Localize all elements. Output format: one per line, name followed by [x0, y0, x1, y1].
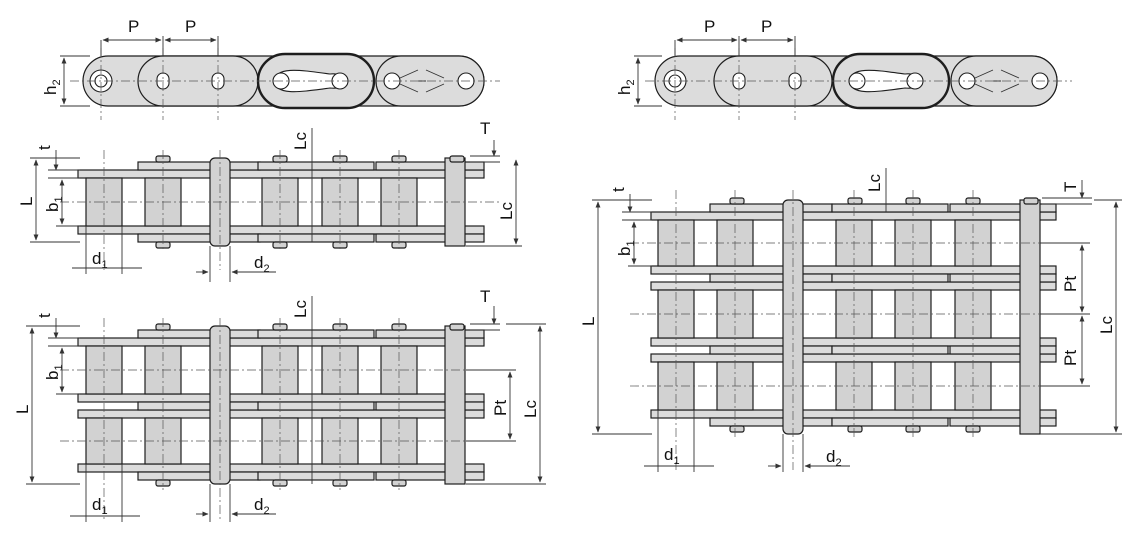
- triplex-Lc-label: Lc: [1097, 316, 1116, 334]
- simplex-Lc-label: Lc: [497, 202, 516, 220]
- triplex-L-label: L: [579, 317, 598, 326]
- duplex-dimensions: L t b1 d1 d2 Lc T: [13, 287, 546, 522]
- duplex-d1-label: d1: [92, 495, 108, 517]
- duplex-t-label: t: [35, 313, 54, 318]
- triplex-Pt-label-2: Pt: [1061, 350, 1080, 366]
- triplex-dimensions: L t b1 d1 d2 Lc T: [579, 168, 1122, 472]
- simplex-b1-label: b1: [43, 196, 65, 212]
- duplex-Lc-top-label: Lc: [291, 300, 310, 318]
- duplex-L-label: L: [13, 405, 32, 414]
- pitch-label-1: P: [128, 17, 139, 36]
- duplex-Lc-label: Lc: [521, 400, 540, 418]
- top-view-simplex: L t b1 d1 d2 Lc T: [17, 119, 522, 282]
- duplex-Pt-label: Pt: [491, 400, 510, 416]
- triplex-t-label: t: [609, 187, 628, 192]
- pitch-dimensions-right: P P: [674, 17, 796, 56]
- pitch-label-4: P: [761, 17, 772, 36]
- pitch-dimensions: P P: [100, 17, 219, 56]
- simplex-centerlines: [60, 150, 500, 270]
- triplex-d1-label: d1: [664, 445, 680, 467]
- duplex-plates: [77, 329, 485, 481]
- simplex-Lc-top-label: Lc: [291, 132, 310, 150]
- plate-height-dimension-right: h2: [615, 55, 662, 107]
- plate-height-dimension: h2: [41, 55, 90, 107]
- triplex-b1-label: b1: [615, 240, 637, 256]
- pitch-label-3: P: [704, 17, 715, 36]
- plate-height-label-right: h2: [615, 79, 637, 95]
- triplex-d2-label: d2: [826, 447, 842, 469]
- triplex-rollers: [657, 197, 1041, 435]
- side-view-left: P P h2: [41, 17, 500, 120]
- duplex-d2-label: d2: [254, 495, 270, 517]
- triplex-Pt-label-1: Pt: [1061, 276, 1080, 292]
- simplex-T-label: T: [480, 119, 490, 138]
- triplex-Lc-top-label: Lc: [865, 174, 884, 192]
- pitch-label-2: P: [185, 17, 196, 36]
- plate-height-label: h2: [41, 79, 63, 95]
- side-centerlines-right: [645, 48, 1072, 120]
- simplex-d2-label: d2: [254, 253, 270, 275]
- side-view-right: P P h2: [615, 17, 1072, 120]
- simplex-t-label: t: [35, 145, 54, 150]
- duplex-T-label: T: [480, 287, 490, 306]
- top-view-triplex: L t b1 d1 d2 Lc T: [579, 168, 1122, 472]
- triplex-T-label: T: [1061, 182, 1080, 192]
- simplex-plates: [77, 161, 485, 243]
- side-centerlines: [70, 48, 500, 120]
- duplex-centerlines: [60, 318, 500, 520]
- simplex-L-label: L: [17, 197, 36, 206]
- duplex-b1-label: b1: [43, 364, 65, 380]
- simplex-dimensions: L t b1 d1 d2 Lc T: [17, 119, 522, 282]
- top-view-duplex: L t b1 d1 d2 Lc T: [13, 287, 546, 522]
- simplex-d1-label: d1: [92, 249, 108, 271]
- triplex-centerlines: [630, 190, 1080, 470]
- triplex-plates: [650, 203, 1057, 427]
